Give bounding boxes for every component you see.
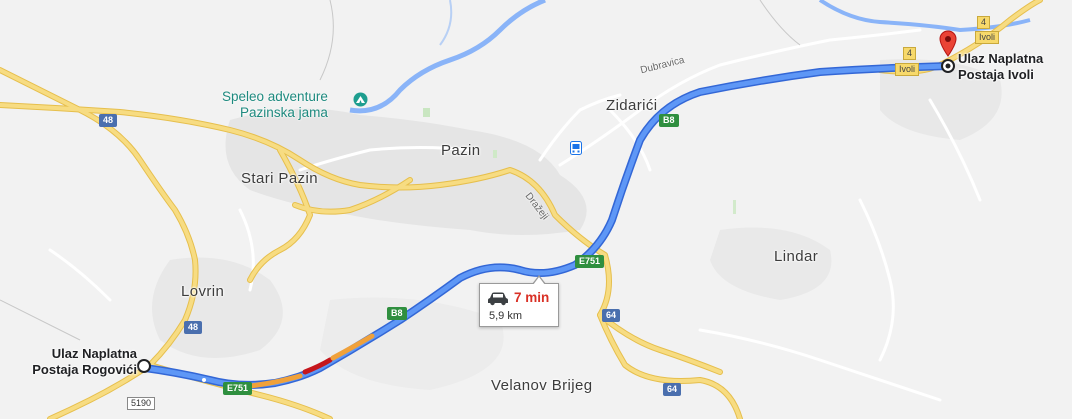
poi-name-line1: Speleo adventure — [222, 89, 328, 104]
route-shield-4: 4 — [977, 16, 991, 29]
car-icon — [488, 292, 508, 306]
destination-pin-icon[interactable] — [939, 30, 957, 58]
place-label-lovrin[interactable]: Lovrin — [181, 283, 225, 300]
place-label-zidarici[interactable]: Zidarići — [606, 97, 658, 114]
end-marker — [941, 59, 955, 73]
route-shield-64: 64 — [602, 309, 621, 322]
route-line — [141, 62, 952, 389]
route-shield-48: 48 — [184, 321, 203, 334]
route-shield-4: 4 — [903, 47, 917, 60]
exit-label-ivoli: Ivoli — [895, 63, 920, 76]
poi-name-line2: Pazinska jama — [240, 105, 328, 120]
start-marker — [137, 359, 151, 373]
end-label-line2: Postaja Ivoli — [958, 67, 1034, 82]
route-distance: 5,9 km — [489, 310, 523, 322]
route-shield-b8: B8 — [659, 114, 679, 127]
route-shield-e751: E751 — [575, 255, 605, 268]
route-duration: 7 min — [514, 290, 550, 305]
end-label-line1: Ulaz Naplatna — [958, 51, 1044, 66]
route-shield-48: 48 — [99, 114, 118, 127]
place-label-pazin[interactable]: Pazin — [441, 142, 481, 159]
exit-label-ivoli: Ivoli — [975, 31, 1000, 44]
start-label[interactable]: Ulaz Naplatna Postaja Rogovići — [17, 346, 137, 378]
route-shield-5190: 5190 — [127, 397, 156, 410]
end-label[interactable]: Ulaz Naplatna Postaja Ivoli — [958, 51, 1043, 83]
cave-poi-icon[interactable] — [353, 92, 368, 107]
route-shield-e751: E751 — [223, 382, 253, 395]
bus-stop-icon[interactable] — [570, 141, 582, 155]
place-label-stari-pazin[interactable]: Stari Pazin — [241, 170, 318, 187]
route-shield-b8: B8 — [387, 307, 407, 320]
route-info-card[interactable]: 7 min 5,9 km — [479, 275, 559, 327]
start-label-line2: Postaja Rogovići — [32, 362, 137, 377]
start-label-line1: Ulaz Naplatna — [51, 346, 137, 361]
poi-label[interactable]: Speleo adventure Pazinska jama — [222, 89, 328, 121]
place-label-lindar[interactable]: Lindar — [774, 248, 819, 265]
place-label-velanov-brijeg[interactable]: Velanov Brijeg — [491, 377, 593, 394]
route-shield-64: 64 — [663, 383, 682, 396]
